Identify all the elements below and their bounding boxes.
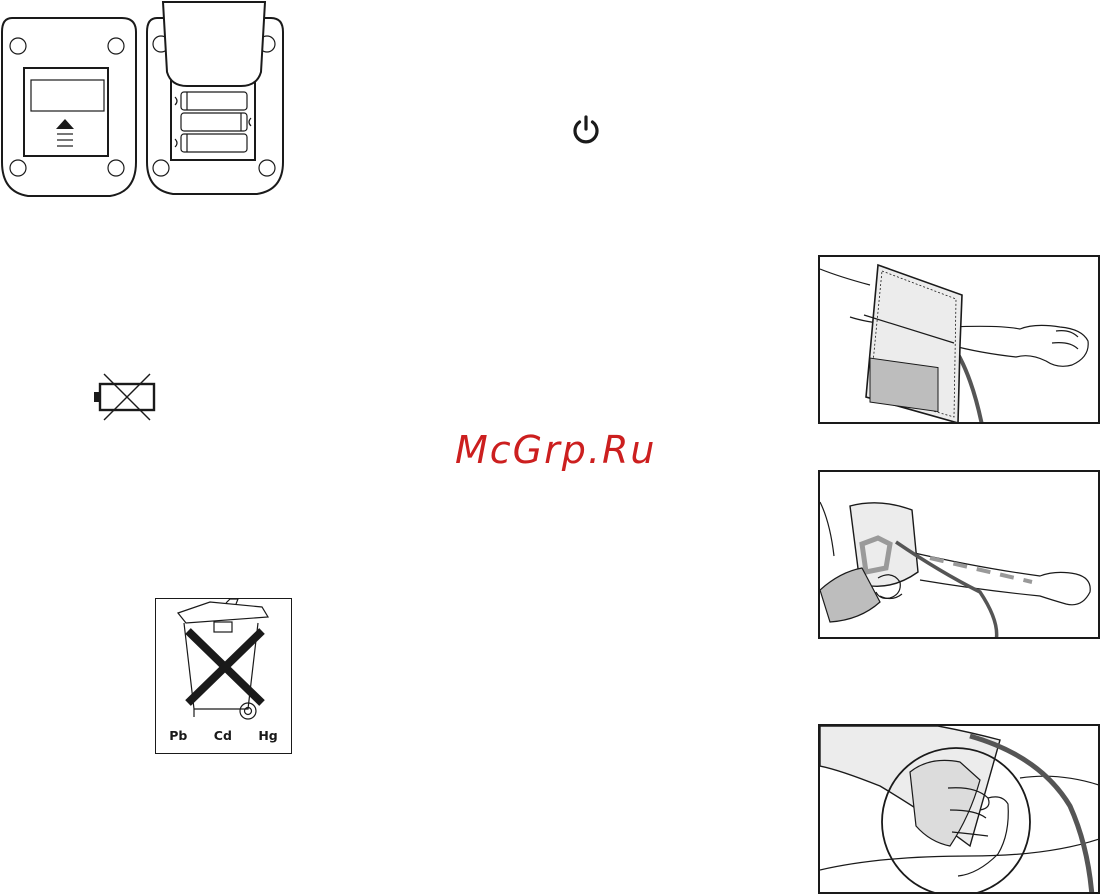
watermark-text: McGrp.Ru xyxy=(455,428,656,472)
finger-check-illustration xyxy=(818,724,1100,894)
device-back-open-illustration xyxy=(145,0,285,196)
battery-crossed-icon xyxy=(92,374,158,422)
label-lead: Pb xyxy=(169,728,187,743)
label-mercury: Hg xyxy=(258,728,277,743)
cuff-positioning-illustration xyxy=(818,470,1100,639)
crossed-out-wheelie-bin-icon xyxy=(174,599,274,724)
label-cadmium: Cd xyxy=(214,728,232,743)
device-back-closed-illustration xyxy=(0,16,140,200)
power-icon xyxy=(570,114,602,146)
disposal-symbol: Pb Cd Hg xyxy=(155,598,292,754)
cuff-on-arm-illustration xyxy=(818,255,1100,424)
